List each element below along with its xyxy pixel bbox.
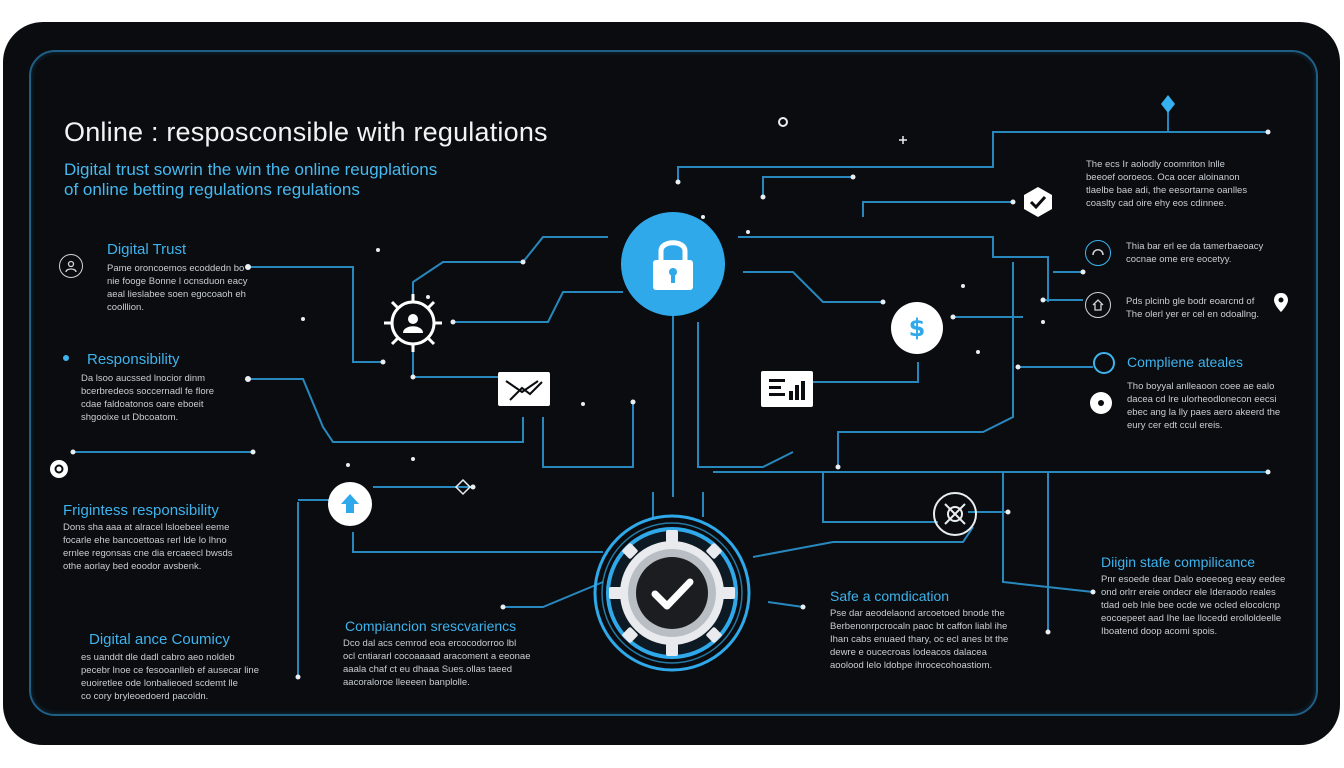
section-title-compiancion: Compiancion srescvariencs (345, 618, 517, 634)
subtitle-line-1: Digital trust sowrin the win the online … (64, 160, 438, 179)
report-chart-icon (761, 371, 813, 407)
dollar-icon: $ (891, 302, 943, 354)
subtitle-line-2: of online betting regulations regulation… (64, 180, 360, 199)
section-title-digital-trust: Digital Trust (107, 241, 187, 258)
bullet-dot (63, 355, 69, 361)
section-title-compliene: Compliene ateales (1127, 354, 1243, 370)
network-icon (933, 492, 977, 536)
device-frame: Online : resposconsible with regulations… (3, 22, 1340, 745)
section-title-frigintess: Frigintess responsibility (63, 502, 219, 519)
checkmark-badge-icon (591, 512, 753, 674)
padlock-icon (621, 212, 725, 316)
section-title-responsibility: Responsibility (87, 351, 180, 368)
target-icon (50, 460, 68, 478)
mail-chart-icon (498, 372, 550, 406)
section-title-safe-comdication: Safe a comdication (830, 588, 950, 604)
diamond-marker (1161, 95, 1175, 113)
diagram-panel (29, 50, 1318, 716)
section-title-digital-ance: Digital ance Coumicy (89, 631, 230, 648)
home-icon (1085, 292, 1111, 318)
section-title-diigin: Diigin stafe compilicance (1101, 554, 1256, 570)
gear-icon (1090, 392, 1112, 414)
ring-icon (1093, 352, 1115, 374)
page-title: Online : resposconsible with regulations (64, 117, 548, 147)
upload-icon (328, 482, 372, 526)
person-icon (59, 254, 83, 278)
shield-check-icon (1021, 185, 1055, 219)
user-gear-icon (382, 292, 444, 354)
connection-wires (70, 95, 1271, 680)
headset-icon (1085, 240, 1111, 266)
location-pin-icon (1273, 292, 1289, 314)
svg-text:$: $ (909, 314, 926, 342)
